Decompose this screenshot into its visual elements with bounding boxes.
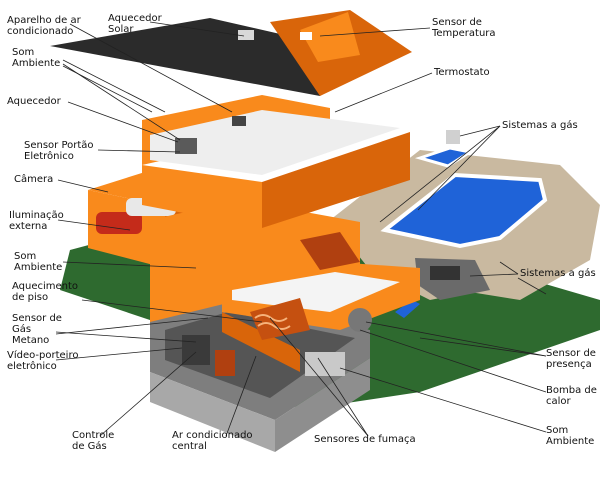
label-sensor-temperatura: Sensor de Temperatura [432,17,496,39]
label-controle-gas: Controle de Gás [72,430,114,452]
label-line: Temperatura [432,28,496,39]
heat-pump [348,308,372,332]
label-line: Ambiente [14,262,63,273]
label-sensor-presenca: Sensor de presença [546,348,596,370]
label-aquecedor-solar: Aquecedor Solar [108,13,162,35]
label-line: central [172,441,207,452]
label-line: Sensor de [432,17,482,28]
label-som-ambiente-bottom: Som Ambiente [546,425,594,447]
label-line: Som [12,47,35,58]
label-line: Aquecimento [12,281,79,292]
solar-panel [238,30,254,40]
label-sensor-metano: Sensor de Gás Metano [12,313,62,346]
label-line: Iluminação [9,210,64,221]
label-sistemas-gas-right: Sistemas a gás [520,268,596,279]
basement-cabinet [305,352,345,376]
label-line: condicionado [7,26,74,37]
label-line: calor [546,396,571,407]
label-line: Ambiente [12,58,61,69]
label-line: Eletrônico [24,151,74,162]
label-aquecedor: Aquecedor [7,96,61,107]
thermostat-box [232,116,246,126]
roof-gable [300,12,360,62]
label-aparelho-ar: Aparelho de ar condicionado [7,15,81,37]
label-line: Sistemas a gás [502,120,578,131]
label-line: Câmera [14,174,54,185]
label-line: Sistemas a gás [520,268,596,279]
water-channel [395,300,420,318]
label-line: eletrônico [7,361,57,372]
staircase [300,232,360,270]
foundation-right [275,358,370,452]
label-line: Solar [108,24,134,35]
roof-sensor [300,32,312,40]
heated-floor [250,298,310,340]
label-video-porteiro: Vídeo-porteiro eletrônico [7,350,78,372]
basement-tank [215,350,235,376]
label-line: Som [546,425,569,436]
label-sensor-portao: Sensor Portão Eletrônico [24,140,94,162]
first-floor-inner [232,272,400,312]
label-som-ambiente-top: Som Ambiente [12,47,60,69]
label-line: Termostato [434,67,490,78]
label-line: de piso [12,292,49,303]
wall-unit [175,138,197,154]
gas-unit-top [446,130,460,144]
basement-floor [165,312,355,398]
second-floor-inner [150,110,400,175]
label-line: Ar condicionado [172,430,253,441]
label-line: Som [14,251,37,262]
label-ar-central: Ar condicionado central [172,430,253,452]
second-floor-right [262,132,410,228]
deck-block [430,266,460,280]
label-termostato: Termostato [434,67,490,78]
label-line: Metano [12,335,50,346]
label-camera: Câmera [14,174,53,185]
small-pool [414,146,474,168]
label-line: Vídeo-porteiro [7,350,79,361]
label-line: Gás [12,324,32,335]
foundation-left [150,372,275,452]
label-sensores-fumaca: Sensores de fumaça [314,434,416,445]
roof-left [50,18,350,96]
label-line: Controle [72,430,115,441]
car-red [96,212,142,234]
label-line: Sensores de fumaça [314,434,416,445]
label-sistemas-gas-top: Sistemas a gás [502,120,578,131]
label-line: Aquecedor [7,96,61,107]
label-line: Sensor de [12,313,62,324]
label-line: Aquecedor [108,13,162,24]
first-floor-side [222,312,300,372]
label-iluminacao: Iluminação externa [9,210,64,232]
second-floor-front [142,165,262,228]
pool [380,172,548,249]
label-line: presença [546,359,592,370]
label-line: Sensor Portão [24,140,94,151]
label-som-ambiente-mid: Som Ambiente [14,251,62,273]
label-line: Sensor de [546,348,596,359]
label-line: de Gás [72,441,107,452]
heating-coils [254,314,291,330]
label-line: externa [9,221,48,232]
label-aquecimento-piso: Aquecimento de piso [12,281,78,303]
label-line: Bomba de [546,385,597,396]
label-bomba-calor: Bomba de calor [546,385,597,407]
label-line: Ambiente [546,436,595,447]
leader-lines [55,21,547,437]
label-line: Aparelho de ar [7,15,81,26]
